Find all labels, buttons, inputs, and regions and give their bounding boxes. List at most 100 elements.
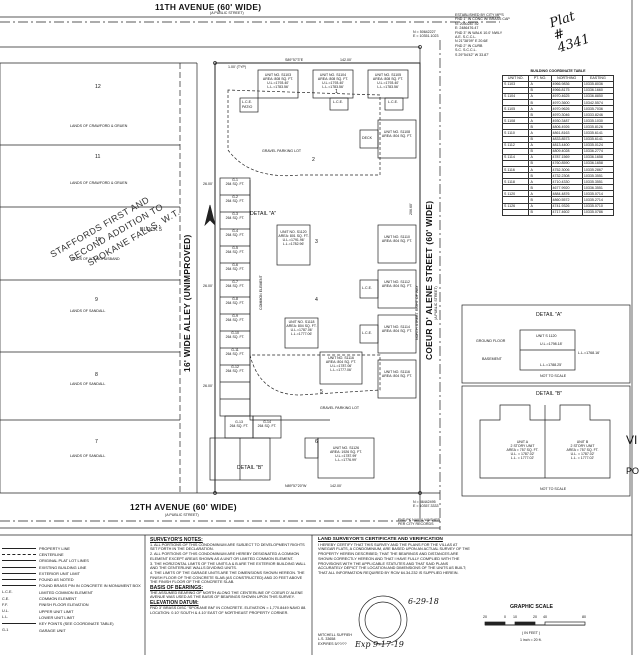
area-number: 2	[312, 157, 315, 163]
garage-area: 264 SQ. FT.	[225, 250, 245, 254]
table-header-row: UNIT NO. PT. NO. NORTHING EASTING	[501, 74, 615, 82]
note-item: 1. ALL PORTIONS OF THIS CONDOMINIUM ARE …	[150, 542, 305, 552]
not-to-scale: NOT TO SCALE	[540, 487, 567, 491]
legend-symbol: G-1	[2, 628, 9, 632]
garage-id: G-8	[232, 297, 238, 301]
coordinate-table: UNIT NO. PT. NO. NORTHING EASTING S 1103…	[501, 74, 615, 216]
street-12th-avenue: 12TH AVENUE (60' WIDE)	[130, 502, 237, 512]
legend-symbol	[2, 560, 36, 562]
legend-symbol: C.E.	[2, 596, 10, 601]
unit-number: UNIT NO. S1126	[332, 446, 360, 450]
unit-s1103: UNIT NO. S1103 AREA: 808 SQ. FT. U.L.=17…	[258, 73, 298, 89]
street-coeur-d-alene-sub: (A PUBLIC STREET)	[434, 286, 438, 320]
found-note-line: PER CITY RECORDS	[398, 522, 434, 527]
coordinate-line: E = 10351.1023	[413, 34, 439, 39]
certificate-text: I HEREBY CERTIFY THAT THIS SURVEY AND TH…	[318, 542, 470, 575]
table-cell	[501, 208, 530, 216]
garage-id: G-13	[235, 420, 243, 424]
monument-note-line: FND 3" IN WALK 10.0' NWLY	[455, 30, 503, 35]
lower-limit-detail: L.L.=1768.16'	[578, 351, 600, 355]
legend-symbol: U.L.	[2, 609, 9, 614]
unit-upper-limit: U.L.=1791.96'	[282, 238, 305, 242]
unit-number: UNIT NO. S1105	[374, 73, 402, 77]
bearing-bottom: N89°57'20"W	[285, 484, 307, 488]
graphic-scale-title: GRAPHIC SCALE	[510, 604, 553, 610]
lot-owner: LANDS OF YOUNGHUSBAND	[70, 257, 120, 261]
legend-item: KEY POINTS (SEE COORDINATE TABLE)	[2, 621, 142, 627]
detail-b-callout: DETAIL "B"	[237, 465, 264, 471]
monument-note-line: N 21°38'09" E 20.68'	[455, 39, 489, 44]
not-to-scale: NOT TO SCALE	[540, 374, 567, 378]
coordinate-line: N = 50642227	[413, 30, 436, 34]
table-cell: B	[528, 208, 552, 216]
legend-symbol	[2, 585, 36, 587]
unit-s1104: UNIT NO. S1104 AREA: 808 SQ. FT. U.L.=17…	[313, 73, 353, 89]
garage-area: 264 SQ. FT.	[257, 424, 277, 428]
monument-note: ESTABLISHED BY CITY MP'S FND 1" IN CONC …	[455, 13, 510, 57]
unit-area: AREA: 804 SQ. FT.	[325, 360, 357, 364]
legend-label: EXTERIOR UNIT LIMIT	[39, 570, 80, 576]
legend-item: PROPERTY LINE	[2, 545, 142, 551]
legend-item: CENTERLINE	[2, 551, 142, 557]
notes-title: SURVEYOR'S NOTES:	[150, 537, 203, 543]
unit-area: AREA: 808 SQ. FT.	[262, 77, 294, 81]
detail-line: U.L. = 1787.02'	[510, 452, 535, 456]
street-11th-avenue: 11TH AVENUE (60' WIDE)	[155, 2, 262, 12]
surveyor-info: MITCHELL SUFFIEH L.S. 33658 EXPIRES 5/??…	[318, 633, 352, 646]
detail-line: 2 STORY UNIT	[570, 444, 595, 448]
legend-label: ORIGINAL PLAT LOT LINES	[39, 558, 89, 564]
unit-area: AREA: 804 SQ. FT.	[286, 324, 317, 328]
lot-owner: LANDS OF CRAWFORD & GRUEN	[70, 181, 128, 185]
unit-area: AREA: 804 SQ. FT.	[381, 329, 413, 333]
legend-label: CENTERLINE	[39, 551, 64, 557]
scale-tick: 0	[504, 615, 506, 619]
dimension-bottom: 142.00'	[330, 484, 342, 488]
block-label: BLOCK 5	[140, 227, 162, 233]
street-12th-avenue-sub: (A PUBLIC STREET)	[165, 513, 199, 517]
detail-line: U.L. = 1787.02'	[570, 452, 595, 456]
unit-upper-limit: U.L.=1787.06'	[330, 364, 352, 368]
unit-area: AREA: 1926 SQ. FT.	[329, 450, 363, 454]
unit-lower-limit: L.L.=1783.56'	[322, 85, 344, 89]
surveyor-expires: EXPIRES 5/??/??	[318, 641, 347, 646]
ground-floor-label: GROUND FLOOR	[476, 339, 506, 343]
lower-limit-detail: L.L.=1788.25'	[540, 363, 562, 367]
lot-number: 10	[95, 237, 101, 243]
detail-line: UNIT A	[516, 440, 529, 444]
lce-label: L.C.E.	[362, 286, 372, 290]
unit-upper-limit: U.L.=1787.06'	[290, 328, 313, 332]
north-street-row: NORTH STREET RIGHT OF WAY	[415, 285, 419, 340]
legend-label: FOUND BRASS PIN IN CONCRETE IN MONUMENT …	[39, 583, 141, 589]
area-number: 3	[315, 239, 318, 245]
legend-label: PROPERTY LINE	[39, 545, 70, 551]
garage-dimension: 26.00'	[203, 284, 213, 288]
garage-area: 264 SQ. FT.	[225, 284, 245, 288]
bearing-top: S89°57'3"E	[285, 58, 304, 62]
unit-s1120: UNIT NO. S1120 AREA: 801 SQ. FT. U.L.=17…	[277, 230, 310, 246]
unit-area: AREA: 804 SQ. FT.	[381, 134, 413, 138]
title-fragment: PO	[626, 466, 640, 476]
lot-owner: LANDS OF SANDALL	[70, 309, 106, 313]
lot-owner: LANDS OF SANDALL	[70, 454, 106, 458]
datum-title: ELEVATION DATUM:	[150, 600, 199, 607]
monument-note-line: FND 1" IN CONC W/ BRASS CAP	[455, 17, 510, 22]
scale-unit: ( IN FEET )	[522, 631, 541, 635]
scale-tick: 10	[513, 615, 517, 619]
found-note-line: FND PK NAIL & WASHER	[398, 518, 441, 522]
legend-label: FINISH FLOOR ELEVATION	[39, 602, 89, 608]
legend-symbol: L.C.E.	[2, 590, 13, 595]
garage-id: G-14	[263, 420, 271, 424]
lot-number: 8	[95, 372, 98, 378]
garage-id: G-6	[232, 263, 238, 267]
unit-number: UNIT NO. S1116	[328, 356, 354, 360]
lot-owner: LANDS OF CRAWFORD & GRUEN	[70, 124, 128, 128]
monument-note-line: ESTABLISHED BY CITY MP'S	[455, 13, 504, 17]
surveyors-notes: SURVEYOR'S NOTES: 1. ALL PORTIONS OF THI…	[150, 538, 308, 615]
legend-label: UPPER UNIT LIMIT	[39, 608, 74, 614]
